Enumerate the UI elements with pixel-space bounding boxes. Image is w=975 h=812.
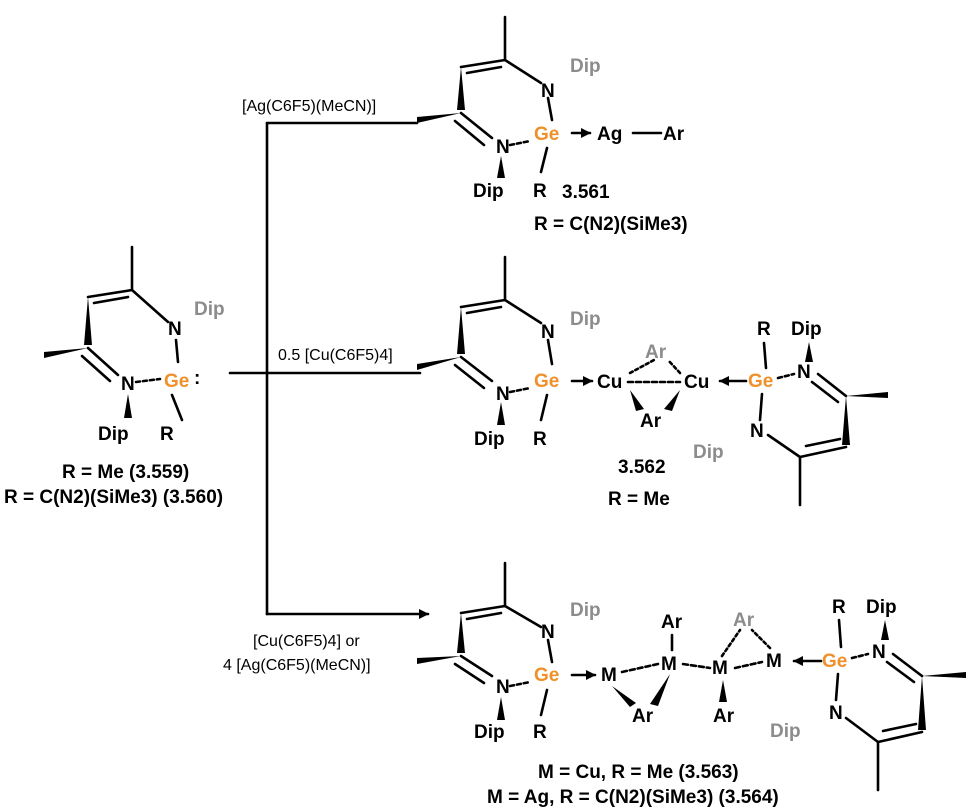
- r-group: R: [160, 424, 174, 445]
- dip-label: Dip: [570, 56, 601, 77]
- m-atom: M: [601, 665, 617, 686]
- n-atom: N: [541, 622, 555, 643]
- reagent-top: [Ag(C6F5)(MeCN)]: [242, 98, 376, 115]
- n-atom: N: [541, 322, 555, 343]
- start-line2: R = C(N2)(SiMe3) (3.560): [4, 487, 223, 508]
- ge-atom: Ge: [748, 371, 773, 392]
- cu-atom: Cu: [684, 372, 709, 393]
- product-3562: N Dip N Ge Dip R Cu Cu Ar Ar Ge R Dip N …: [417, 255, 888, 510]
- reagent-bottom-line2: 4 [Ag(C6F5)(MeCN)]: [223, 657, 371, 674]
- dip-label: Dip: [474, 429, 505, 450]
- reagent-bottom: [Cu(C6F5)4] or 4 [Ag(C6F5)(MeCN)]: [223, 633, 371, 674]
- dip-label: Dip: [866, 597, 897, 618]
- reagent-middle: 0.5 [Cu(C6F5)4]: [278, 347, 393, 364]
- lone-pair: :: [194, 368, 200, 389]
- ag-atom: Ag: [597, 124, 622, 145]
- dip-label: Dip: [770, 721, 801, 742]
- ge-atom: Ge: [164, 371, 189, 392]
- ar-group: Ar: [640, 411, 662, 432]
- dip-label: Dip: [570, 309, 601, 330]
- m-atom: M: [661, 654, 677, 675]
- dip-label: Dip: [474, 722, 505, 743]
- r-definition: R = Me: [608, 489, 670, 510]
- ar-group: Ar: [661, 612, 683, 633]
- n-atom: N: [121, 374, 135, 395]
- r-group: R: [533, 181, 547, 202]
- n-atom: N: [496, 137, 510, 158]
- n-atom: N: [872, 642, 886, 663]
- m-atom: M: [766, 651, 782, 672]
- r-group: R: [533, 429, 547, 450]
- ge-atom: Ge: [822, 651, 847, 672]
- n-atom: N: [496, 384, 510, 405]
- dip-label: Dip: [194, 299, 225, 320]
- n-atom: N: [829, 703, 843, 724]
- product-3563-3564: N Dip N Ge Dip R M M M M Ar Ar Ar Ar Ge …: [417, 561, 966, 808]
- starting-germylene: N Dip N Ge : Dip R R = Me (3.559) R = C(…: [4, 245, 225, 508]
- ar-group: Ar: [632, 706, 654, 727]
- dip-label: Dip: [693, 442, 724, 463]
- n-atom: N: [797, 362, 811, 383]
- n-atom: N: [750, 421, 764, 442]
- reagent-top-label: [Ag(C6F5)(MeCN)]: [242, 98, 376, 115]
- compound-line2: M = Ag, R = C(N2)(SiMe3) (3.564): [487, 787, 779, 808]
- r-group: R: [533, 722, 547, 743]
- ar-group: Ar: [713, 706, 735, 727]
- n-atom: N: [496, 677, 510, 698]
- ar-group: Ar: [645, 342, 667, 363]
- start-line1: R = Me (3.559): [62, 462, 189, 483]
- compound-number: 3.561: [562, 182, 610, 203]
- ge-atom: Ge: [534, 124, 559, 145]
- r-definition: R = C(N2)(SiMe3): [534, 214, 688, 235]
- dip-label: Dip: [98, 424, 129, 445]
- ar-group: Ar: [663, 124, 685, 145]
- reagent-middle-label: 0.5 [Cu(C6F5)4]: [278, 347, 393, 364]
- reaction-arrows: [228, 121, 430, 619]
- r-group: R: [757, 319, 771, 340]
- compound-line1: M = Cu, R = Me (3.563): [538, 762, 739, 783]
- dip-label: Dip: [570, 600, 601, 621]
- ge-atom: Ge: [534, 371, 559, 392]
- product-3561: N Dip N Ge Ag Ar Dip R 3.561 R = C(N2)(S…: [417, 15, 688, 235]
- reagent-bottom-line1: [Cu(C6F5)4] or: [253, 633, 360, 650]
- n-atom: N: [168, 319, 182, 340]
- dip-label: Dip: [791, 319, 822, 340]
- cu-atom: Cu: [597, 372, 622, 393]
- dip-label: Dip: [473, 181, 504, 202]
- ge-atom: Ge: [534, 665, 559, 686]
- r-group: R: [832, 597, 846, 618]
- ar-group: Ar: [733, 610, 755, 631]
- compound-number: 3.562: [618, 457, 666, 478]
- n-atom: N: [541, 81, 555, 102]
- m-atom: M: [712, 658, 728, 679]
